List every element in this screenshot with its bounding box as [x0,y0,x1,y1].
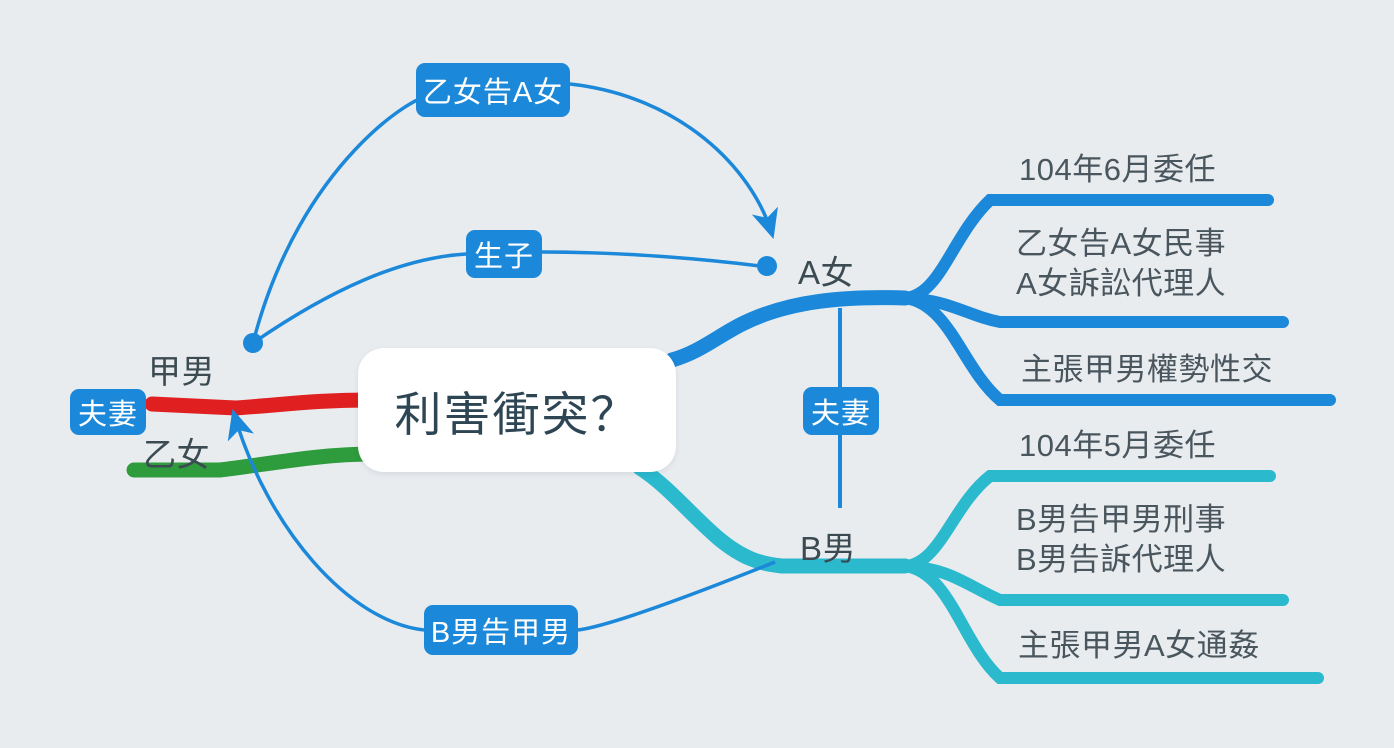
relation-tag-childbirth[interactable]: 生子 [466,230,542,278]
leaf-label-b-nan-0[interactable]: 104年5月委任 [1019,428,1216,463]
relation-tag-marriage-right[interactable]: 夫妻 [803,387,879,435]
relation-line-b-sues-jia-2 [227,408,425,632]
branch-label-yi-nv[interactable]: 乙女 [143,436,210,473]
relation-tag-b-sues-jia[interactable]: B男告甲男 [424,605,578,655]
relation-line-b-sues-jia [577,560,776,632]
branch-label-b-nan[interactable]: B男 [800,530,857,567]
relation-endpoint-dot-right [757,256,777,276]
relation-endpoint-dot-left [243,333,263,353]
branch-line-yi-nv [126,446,380,478]
relation-line-yi-sues-a [251,94,431,344]
branch-label-a-nv[interactable]: A女 [798,254,855,291]
center-node[interactable]: 利害衝突？ [358,348,676,472]
relation-line-childbirth-2 [541,250,761,268]
relation-tag-marriage-left[interactable]: 夫妻 [70,389,146,435]
subbranch-line-a-nv-2 [899,292,1336,406]
relation-tag-yi-sues-a[interactable]: 乙女告A女 [416,63,570,117]
leaf-label-a-nv-2[interactable]: 主張甲男權勢性交 [1021,352,1273,387]
branch-line-jia-nan [144,392,376,416]
relation-line-childbirth [252,252,467,345]
relation-line-yi-sues-a-2 [569,82,778,240]
branch-line-b-nan [632,460,913,574]
leaf-label-b-nan-2[interactable]: 主張甲男A女通姦 [1018,628,1260,663]
center-node-label: 利害衝突？ [394,387,640,441]
leaf-label-a-nv-0[interactable]: 104年6月委任 [1019,152,1216,187]
branch-label-jia-nan[interactable]: 甲男 [148,353,215,390]
subbranch-line-b-nan-2 [899,560,1324,684]
branch-line-a-nv [664,290,913,368]
leaf-label-b-nan-1[interactable]: B男告甲男刑事 B男告訴代理人 [1016,502,1227,577]
leaf-label-a-nv-1[interactable]: 乙女告A女民事 A女訴訟代理人 [1016,226,1227,301]
